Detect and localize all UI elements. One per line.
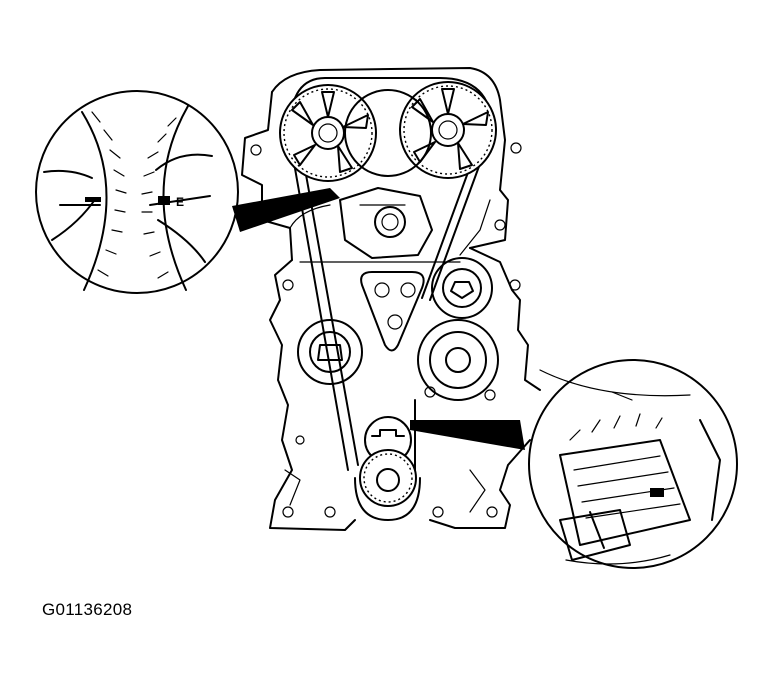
triangular-bracket	[360, 271, 425, 352]
water-pump-pulley	[417, 319, 499, 401]
idler-pulley	[431, 257, 493, 319]
crankshaft-pulley	[354, 416, 421, 521]
cover-plate	[339, 187, 433, 259]
callout-letter: E	[176, 195, 184, 209]
figure-reference-code: G01136208	[42, 600, 133, 619]
timing-mark-highlight	[344, 89, 432, 177]
cam-mark-detail-callout	[35, 90, 340, 294]
camshaft-pulley-exhaust	[399, 81, 497, 179]
crank-sprocket-detail-callout	[410, 359, 738, 569]
tensioner-pulley	[297, 319, 363, 385]
